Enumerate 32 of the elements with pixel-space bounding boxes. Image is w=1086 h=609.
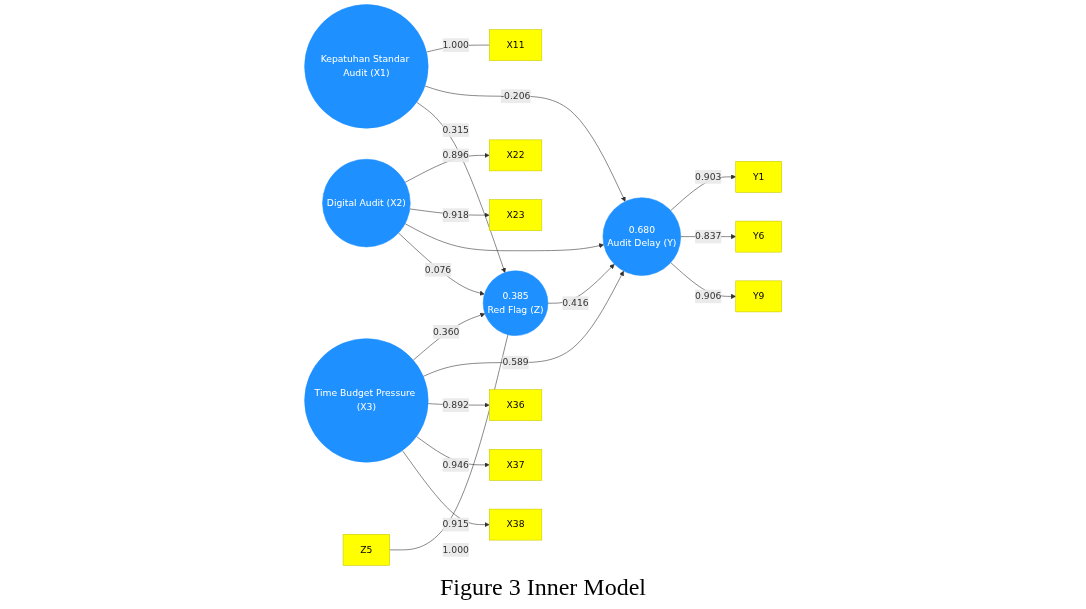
node-box: X36 [488,389,542,421]
node-box: X38 [488,508,542,541]
edge-label: 0.915 [442,518,469,530]
node-box: X11 [488,29,542,61]
figure-caption: Figure 3 Inner Model [440,574,646,601]
edge-label: 1.000 [442,544,469,556]
node-circle: 0.680 Audit Delay (Y) [602,197,681,276]
node-circle: Digital Audit (X2) [322,158,411,248]
edge-label: 0.360 [432,326,460,338]
edge-label: 0.892 [442,399,469,411]
node-box: Y6 [735,220,782,253]
edge-label: 0.416 [562,297,589,309]
edge-label: 0.589 [502,356,529,368]
edge-label: 0.903 [694,171,722,183]
edge-label: 0.946 [442,459,469,471]
node-box: Z5 [342,534,390,566]
edge-label: 1.000 [442,39,469,51]
edge-label: 0.918 [442,209,469,221]
edge-label: 0.315 [442,124,469,136]
edge-label: 0.837 [694,230,722,242]
edge-label: 0.906 [694,290,722,302]
edge-label: 0.076 [424,264,452,275]
node-box: X37 [488,449,542,481]
node-box: Y1 [735,161,782,193]
node-box: X23 [488,199,542,231]
node-circle: Time Budget Pressure (X3) [304,338,429,463]
node-box: X22 [488,139,542,172]
node-box: Y9 [735,280,782,313]
edge-label: 0.896 [442,149,469,161]
node-circle: 0.385 Red Flag (Z) [482,270,549,336]
edge-label: -0.206 [500,90,531,102]
node-circle: Kepatuhan Standar Audit (X1) [304,4,429,129]
